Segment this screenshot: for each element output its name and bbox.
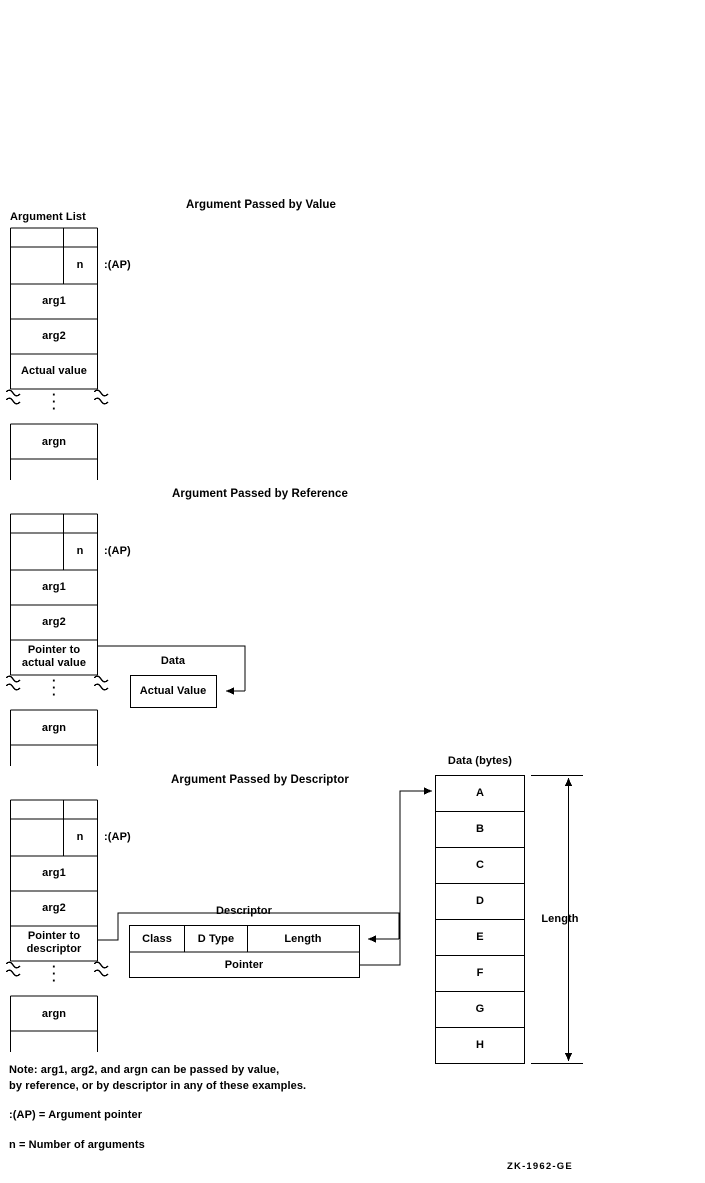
note-line-1: Note: arg1, arg2, and argn can be passed… [9,1064,280,1076]
section-title-by-descriptor: Argument Passed by Descriptor [171,774,350,786]
row-arg1-descriptor: arg1 [42,867,66,879]
pointer-line-2: actual value [21,657,87,669]
descriptor-field-class: Class [142,933,172,945]
arg-list-table-descriptor [9,799,99,1052]
length-dimension-label: Length [541,913,579,925]
arg-list-table-reference [9,513,99,766]
data-byte-e: E [476,931,484,943]
row-arg2-value: arg2 [42,330,66,342]
data-bytes-caption: Data (bytes) [447,755,513,767]
data-bytes-table [434,774,526,1065]
ellipsis-value: ··· [52,387,57,416]
ap-label-descriptor: :(AP) [104,831,131,843]
arg-count-cell-descriptor: n [76,831,84,843]
arg-count-cell-reference: n [76,545,84,557]
pointer-line-1: Pointer to [27,644,81,656]
data-byte-b: B [475,823,485,835]
argument-list-caption-value: Argument List [10,211,86,223]
ellipsis-reference: ··· [52,673,57,702]
note-line-2: by reference, or by descriptor in any of… [9,1080,307,1092]
data-box-label-reference: Actual Value [139,685,207,697]
connector-descriptor [98,912,400,943]
data-byte-f: F [476,967,484,979]
data-box-reference [129,674,218,709]
row-arg1-reference: arg1 [42,581,66,593]
row-arg2-reference: arg2 [42,616,66,628]
row-argn-reference: argn [41,722,67,734]
connector-reference [98,645,246,695]
row-argn-value: argn [41,436,67,448]
row-arg2-descriptor: arg2 [42,902,66,914]
arg-list-table-value [9,227,99,480]
n-definition: n = Number of arguments [9,1139,145,1151]
ap-label-value: :(AP) [104,259,131,271]
descriptor-field-dtype: D Type [197,933,235,945]
ellipsis-descriptor: ··· [52,959,57,988]
row-pointer-to-actual-value: Pointer to actual value [22,644,86,670]
data-byte-c: C [475,859,485,871]
descriptor-field-length: Length [284,933,322,945]
pointer-desc-line-1: Pointer to [27,930,81,942]
row-actual-value: Actual value [20,365,88,377]
section-title-by-value: Argument Passed by Value [186,199,337,211]
break-squiggles-value [5,389,109,405]
arg-count-cell-value: n [76,259,84,271]
break-squiggles-reference [5,675,109,691]
break-squiggles-descriptor [5,961,109,977]
descriptor-pointer-label: Pointer [224,959,264,971]
row-pointer-to-descriptor: Pointer to descriptor [27,930,82,956]
row-arg1-value: arg1 [42,295,66,307]
length-dimension [531,774,583,1065]
descriptor-box [128,924,361,979]
pointer-desc-line-2: descriptor [26,943,82,955]
data-byte-h: H [475,1039,485,1051]
data-caption-reference: Data [160,655,186,667]
section-title-by-reference: Argument Passed by Reference [172,488,349,500]
data-byte-a: A [475,787,485,799]
connector-descriptor-to-data [360,787,432,966]
figure-id-label: ZK-1962-GE [507,1161,573,1172]
ap-label-reference: :(AP) [104,545,131,557]
row-argn-descriptor: argn [41,1008,67,1020]
data-byte-d: D [475,895,485,907]
data-byte-g: G [475,1003,485,1015]
ap-definition: :(AP) = Argument pointer [9,1109,143,1121]
descriptor-caption: Descriptor [215,905,273,917]
